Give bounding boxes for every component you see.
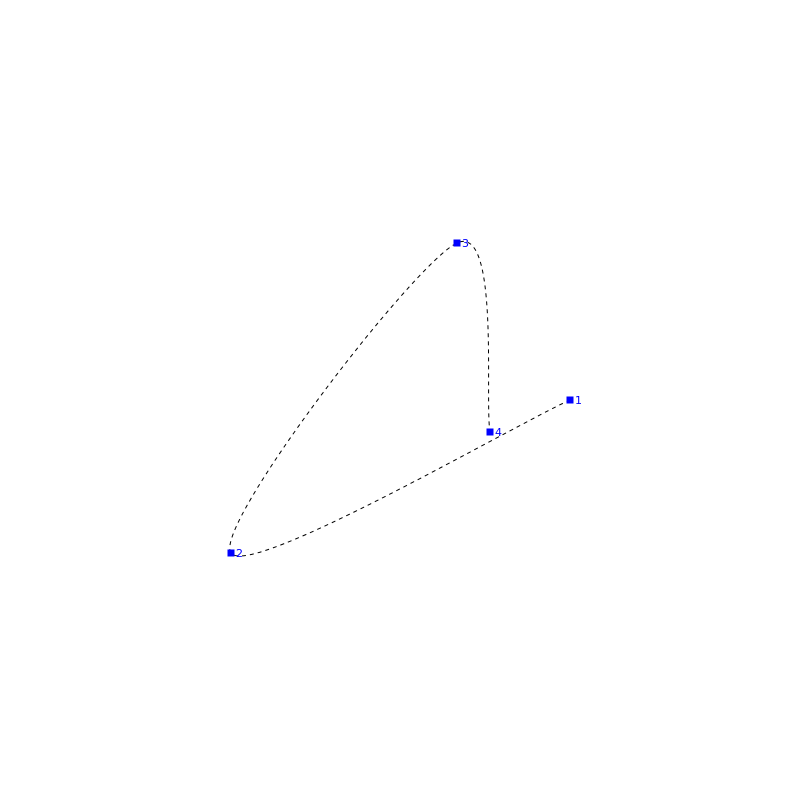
node-marker-4	[486, 428, 494, 436]
node-label-4: 4	[495, 426, 502, 439]
node-marker-2	[227, 549, 235, 557]
node-marker-3	[453, 239, 461, 247]
node-marker-1	[566, 396, 574, 404]
node-label-1: 1	[575, 394, 582, 407]
dashed-path	[229, 240, 571, 557]
node-label-2: 2	[236, 547, 243, 560]
node-label-3: 3	[462, 237, 469, 250]
